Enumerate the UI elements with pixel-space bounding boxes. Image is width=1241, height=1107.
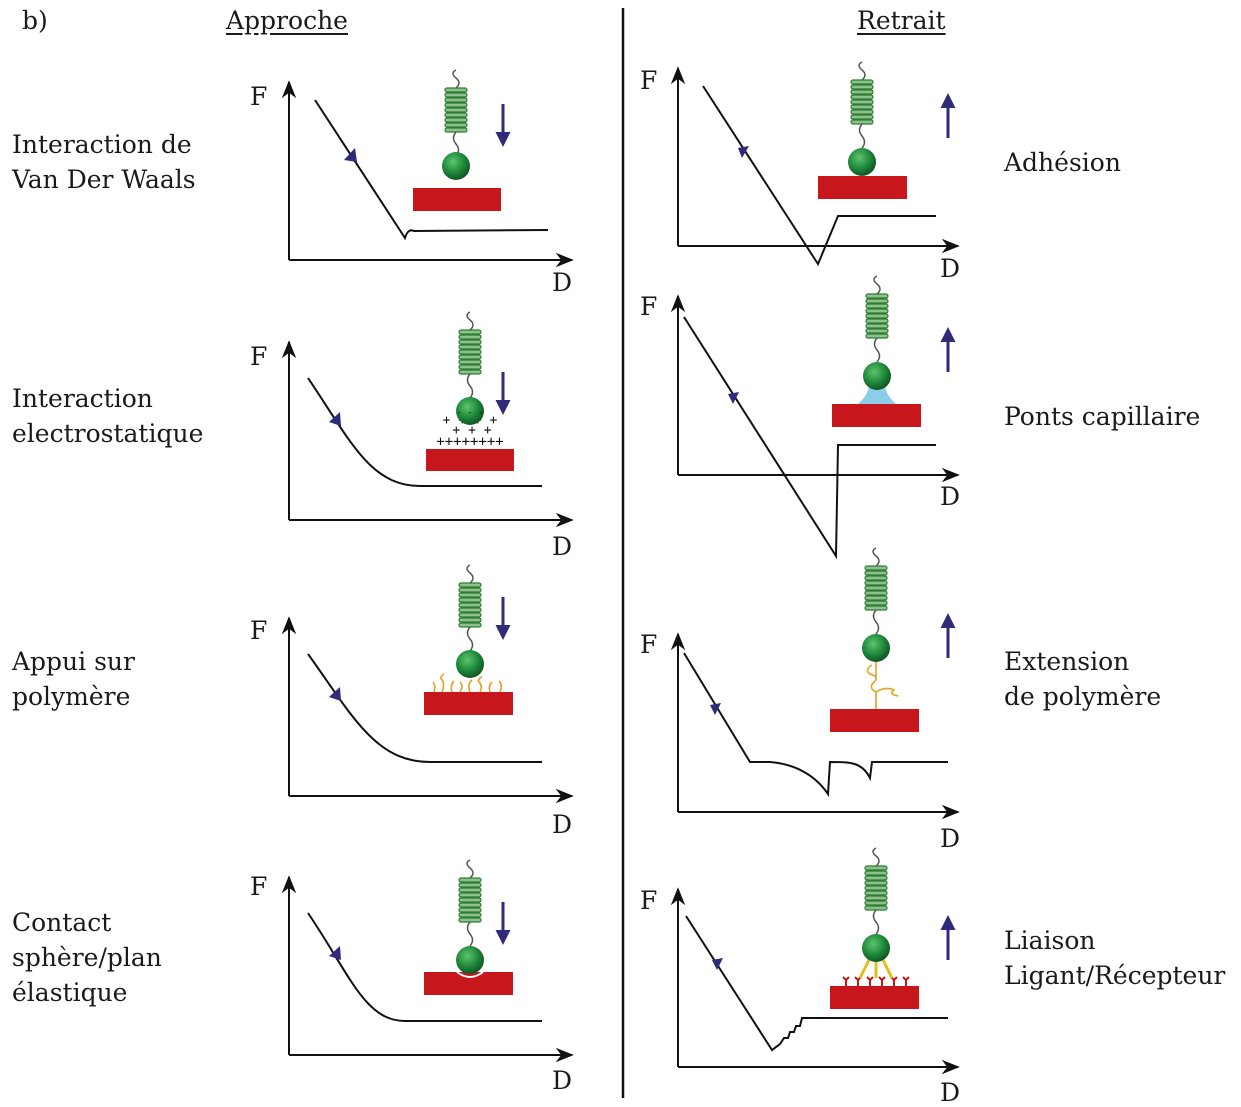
approach-elastic-plot <box>281 875 574 1063</box>
axis-f-label: F <box>640 886 658 915</box>
approach-column-header: Approche <box>226 6 348 35</box>
direction-arrow-icon <box>329 412 341 426</box>
axis-d-label: D <box>552 268 573 297</box>
receptors <box>842 976 910 986</box>
axis-f-label: F <box>250 82 268 111</box>
probe-sphere <box>456 397 484 425</box>
contact-indentation <box>456 971 484 978</box>
approach-vdw-illustration <box>413 69 511 211</box>
force-curve <box>314 99 549 241</box>
spring-icon <box>458 859 482 947</box>
direction-arrow-icon <box>710 703 721 715</box>
approach-vdw-plot <box>281 80 574 268</box>
probe-sphere <box>456 946 484 974</box>
direction-arrow-icon <box>712 958 723 970</box>
probe-sphere <box>456 650 484 678</box>
panel-label: b) <box>22 6 48 35</box>
force-curve <box>685 915 948 1052</box>
approach-elastic-illustration <box>424 859 513 995</box>
sample-surface <box>830 709 919 732</box>
retract-polymer-illustration <box>830 547 956 732</box>
probe-sphere <box>862 634 890 662</box>
approach-polymer-illustration <box>424 564 513 715</box>
ligand-bonds <box>858 957 894 979</box>
direction-arrow-icon <box>329 946 341 960</box>
axis-f-label: F <box>640 292 658 321</box>
retract-ligand-illustration <box>830 847 956 1009</box>
sample-surface <box>426 449 514 471</box>
force-curve <box>683 316 936 560</box>
axis-d-label: D <box>552 532 573 561</box>
retract-label-adhesion: Adhésion <box>1004 148 1121 177</box>
probe-sphere <box>863 362 891 390</box>
retract-column-header: Retrait <box>857 6 946 35</box>
retract-capillary-plot <box>670 294 960 560</box>
axis-d-label: D <box>552 810 573 839</box>
retract-label-capillary: Ponts capillaire <box>1004 402 1201 431</box>
retract-polymer-plot <box>670 632 960 820</box>
spring-icon <box>458 311 482 399</box>
sample-surface <box>818 176 907 199</box>
force-curve <box>702 85 936 267</box>
axis-d-label: D <box>940 1078 961 1107</box>
force-curve <box>307 377 542 487</box>
axis-f-label: F <box>640 66 658 95</box>
force-curve <box>683 652 948 797</box>
approach-polymer-plot <box>281 616 574 804</box>
spring-icon <box>864 547 888 635</box>
axis-f-label: F <box>640 630 658 659</box>
force-curve <box>307 912 542 1022</box>
sample-surface <box>424 972 513 995</box>
axis-f-label: F <box>250 616 268 645</box>
direction-arrow-icon <box>344 148 357 162</box>
sample-surface <box>424 692 513 715</box>
spring-icon <box>865 275 889 363</box>
approach-electrostatic-illustration: ++++++++ + + + + + + + - - - <box>426 311 514 471</box>
retract-adhesion-illustration <box>818 61 956 199</box>
stretched-polymer <box>866 660 899 709</box>
axis-d-label: D <box>940 254 961 283</box>
probe-sphere <box>848 148 876 176</box>
axis-d-label: D <box>940 482 961 511</box>
spring-icon <box>444 69 468 157</box>
axis-d-label: D <box>940 824 961 853</box>
tip-charges: - - - <box>456 408 483 418</box>
axis-f-label: F <box>250 872 268 901</box>
direction-arrow-icon <box>738 146 749 158</box>
spring-icon <box>864 847 888 935</box>
direction-arrow-icon <box>329 687 341 701</box>
spring-icon <box>850 61 874 149</box>
retract-adhesion-plot <box>670 66 960 267</box>
direction-arrow-icon <box>728 392 739 404</box>
axis-d-label: D <box>552 1066 573 1095</box>
retract-capillary-illustration <box>832 275 956 427</box>
sample-surface <box>832 404 921 427</box>
surface-charges: ++++++++ <box>436 434 503 450</box>
sample-surface <box>413 188 501 211</box>
axis-f-label: F <box>250 342 268 371</box>
probe-sphere <box>862 934 890 962</box>
retract-ligand-plot <box>670 887 960 1075</box>
sample-surface <box>830 986 919 1009</box>
polymer-brush <box>432 673 503 693</box>
free-charges: + + + <box>452 423 491 438</box>
approach-electrostatic-plot <box>281 340 574 528</box>
capillary-meniscus <box>858 378 896 404</box>
spring-icon <box>458 564 482 652</box>
force-curve <box>307 653 542 763</box>
probe-sphere <box>442 152 470 180</box>
